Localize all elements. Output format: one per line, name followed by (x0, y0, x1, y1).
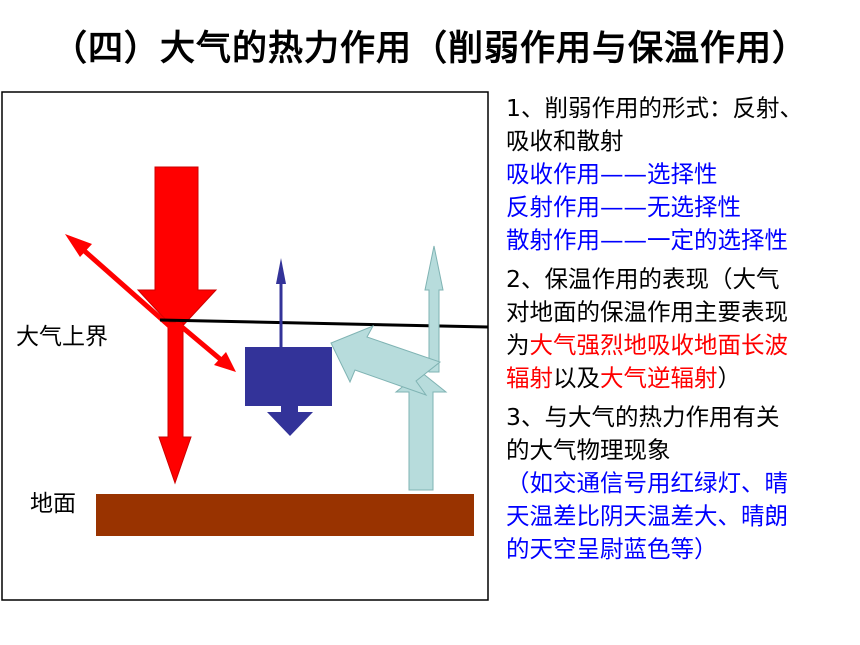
atmosphere-radiation-up-head (276, 258, 286, 284)
note-3-examples-b: 天温差比阴天温差大、晴朗 (506, 502, 788, 530)
note-2-middle: 以及 (553, 364, 600, 392)
diagram-frame (1, 91, 489, 601)
note-item-2: 2、保温作用的表现（大气 对地面的保温作用主要表现 为大气强烈地吸收地面长波 辐… (506, 263, 860, 395)
note-3-text-a: 3、与大气的热力作用有关 (506, 403, 780, 431)
note-1-heading-a: 1、削弱作用的形式：反射、 (506, 94, 803, 122)
ground-radiation-escape-arrow (424, 245, 444, 373)
note-1-reflection: 反射作用——无选择性 (506, 193, 741, 221)
note-2-prefix: 为 (506, 331, 530, 359)
note-2-highlight-1b: 辐射 (506, 364, 553, 392)
note-1-absorption: 吸收作用——选择性 (506, 160, 718, 188)
note-3-examples-c: 的天空呈尉蓝色等） (506, 535, 718, 563)
scattering-arrow-head (214, 352, 236, 372)
solar-to-ground-arrow (158, 321, 192, 485)
note-1-heading-b: 吸收和散射 (506, 127, 624, 155)
ground-label: 地面 (30, 491, 76, 517)
solar-incoming-arrow (136, 166, 218, 333)
note-2-text-b: 对地面的保温作用主要表现 (506, 298, 788, 326)
note-item-3: 3、与大气的热力作用有关 的大气物理现象 （如交通信号用红绿灯、晴 天温差比阴天… (506, 401, 860, 566)
note-1-scattering: 散射作用——一定的选择性 (506, 226, 788, 254)
page-title: （四）大气的热力作用（削弱作用与保温作用） (51, 29, 808, 69)
ground-radiation-column (394, 371, 448, 491)
atmospheric-counter-radiation-arrow (267, 406, 313, 436)
note-2-suffix: ） (717, 364, 742, 392)
note-2-text-a: 2、保温作用的表现（大气 (506, 265, 780, 293)
reflection-arrow-shaft (78, 245, 176, 332)
note-3-examples-a: （如交通信号用红绿灯、晴 (506, 469, 788, 497)
scattering-arrow-shaft (174, 320, 228, 366)
note-2-highlight-2: 大气逆辐射 (600, 364, 718, 392)
ground-bar (96, 494, 474, 536)
atmosphere-block (245, 347, 332, 406)
note-2-highlight-1: 大气强烈地吸收地面长波 (529, 331, 789, 359)
ground-radiation-absorbed-arrow (330, 325, 442, 396)
note-3-text-b: 的大气物理现象 (506, 436, 671, 464)
upper-atmosphere-label: 大气上界 (16, 324, 108, 350)
reflection-arrow-head (65, 234, 92, 257)
notes-panel: 1、削弱作用的形式：反射、 吸收和散射 吸收作用——选择性 反射作用——无选择性… (506, 92, 860, 572)
note-item-1: 1、削弱作用的形式：反射、 吸收和散射 吸收作用——选择性 反射作用——无选择性… (506, 92, 860, 257)
